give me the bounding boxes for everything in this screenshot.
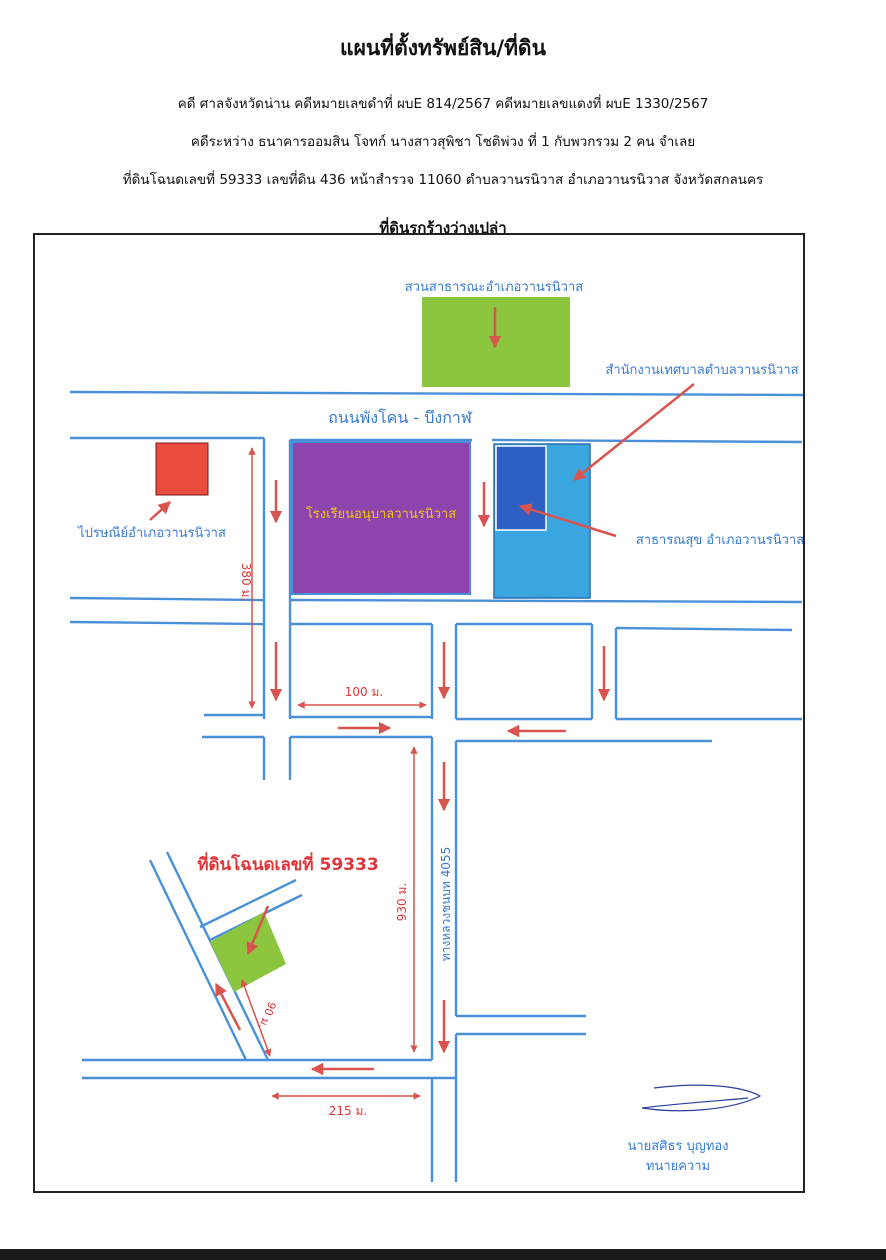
traffic-direction-arrow bbox=[214, 982, 242, 1031]
lawyer-signature bbox=[641, 1084, 762, 1112]
page-title: แผนที่ตั้งทรัพย์สิน/ที่ดิน bbox=[340, 36, 546, 60]
post-office-pointer-arrow bbox=[149, 501, 171, 521]
post-office-building bbox=[155, 442, 209, 496]
road-edge bbox=[199, 878, 297, 929]
property-pointer-arrow bbox=[246, 905, 270, 956]
post-office-label: ไปรษณีย์อำเภอวานรนิวาส bbox=[77, 525, 226, 541]
land-status-subtitle: ที่ดินรกร้างว่างเปล่า bbox=[379, 219, 507, 237]
lawyer-name: นายสศิธร บุญทอง bbox=[627, 1139, 728, 1154]
health-office-pointer-arrow bbox=[518, 503, 617, 538]
dimension-line-90 bbox=[240, 979, 272, 1057]
health-office-label: สาธารณสุข อำเภอวานรนิวาส bbox=[636, 533, 803, 548]
parties-info-line: คดีระหว่าง ธนาคารออมสิน โจทก์ นางสาวสุพิ… bbox=[190, 134, 696, 150]
school-label: โรงเรียนอนุบาลวานรนิวาส bbox=[306, 506, 456, 522]
road-edge bbox=[289, 598, 803, 604]
direction-arrows bbox=[149, 307, 695, 1076]
road-network bbox=[69, 390, 803, 1182]
main-road-label: ถนนพังโคน - บึงกาฬ bbox=[328, 408, 473, 427]
property-label: ที่ดินโฉนดเลขที่ 59333 bbox=[197, 852, 378, 875]
lawyer-title: ทนายความ bbox=[646, 1159, 710, 1174]
distance-label-380: 380 ม. bbox=[239, 563, 253, 601]
map-frame: สวนสาธารณะอำเภอวานรนิวาส สำนักงานเทศบาลต… bbox=[33, 233, 805, 1193]
municipal-office-pointer-arrow bbox=[573, 383, 695, 481]
road-edge bbox=[69, 596, 265, 602]
distance-label-215: 215 ม. bbox=[329, 1104, 367, 1118]
park-label: สวนสาธารณะอำเภอวานรนิวาส bbox=[405, 280, 583, 295]
kindergarten-school-building bbox=[291, 441, 471, 595]
distance-label-930: 930 ม. bbox=[395, 883, 409, 921]
highway-label: ทางหลวงชนบท 4055 bbox=[439, 847, 453, 962]
road-edge bbox=[69, 390, 803, 397]
municipal-office-building bbox=[495, 445, 547, 531]
dimension-lines bbox=[240, 447, 427, 1100]
page-edge bbox=[0, 1249, 886, 1260]
case-info-line: คดี ศาลจังหวัดน่าน คดีหมายเลขดำที่ ผบE 8… bbox=[177, 96, 709, 112]
road-edge bbox=[615, 626, 793, 632]
land-deed-info-line: ที่ดินโฉนดเลขที่ 59333 เลขที่ดิน 436 หน้… bbox=[122, 172, 764, 188]
municipal-office-label: สำนักงานเทศบาลตำบลวานรนิวาส bbox=[605, 363, 798, 378]
distance-label-90: 90 ม. bbox=[256, 1000, 279, 1031]
distance-label-100: 100 ม. bbox=[345, 685, 383, 699]
location-map: สวนสาธารณะอำเภอวานรนิวาส สำนักงานเทศบาลต… bbox=[69, 280, 803, 1182]
road-edge bbox=[491, 438, 803, 444]
road-edge bbox=[69, 620, 265, 626]
road-edge bbox=[148, 859, 248, 1061]
